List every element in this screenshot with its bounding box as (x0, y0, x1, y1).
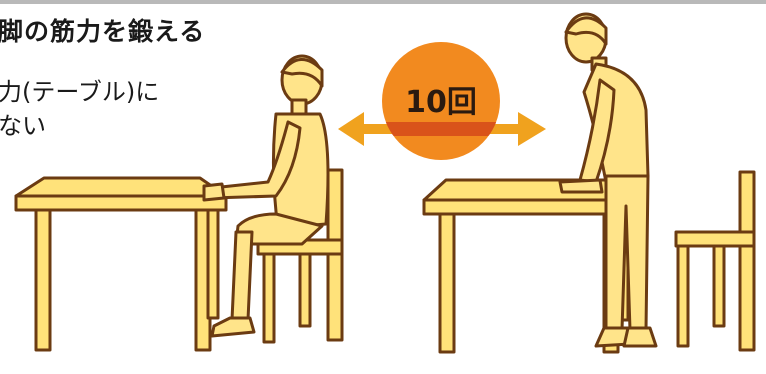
standing-person (560, 14, 656, 346)
repetition-band (380, 122, 502, 136)
right-table-leg-front-left (440, 214, 454, 352)
right-chair-back-post (740, 172, 754, 350)
repetition-count: 10回 (405, 85, 477, 120)
left-table-edge (16, 196, 226, 210)
right-table (424, 180, 632, 352)
left-chair-leg-front (264, 254, 274, 342)
right-chair-leg-front (678, 246, 688, 346)
arrow-head-right (518, 112, 546, 146)
repetition-indicator: 10回 (338, 42, 546, 160)
right-chair-seat (676, 232, 754, 246)
left-table-leg-front-left (36, 210, 50, 350)
seated-person-shin (232, 232, 252, 320)
left-chair-leg-mid (300, 254, 310, 326)
right-chair (676, 172, 754, 350)
left-table-top (16, 178, 226, 196)
seated-person-foot (212, 318, 254, 336)
left-table (16, 178, 226, 350)
right-chair-leg-mid (714, 246, 724, 326)
left-table-leg-back (208, 210, 218, 318)
arrow-head-left (338, 112, 364, 146)
right-table-edge (424, 200, 632, 214)
